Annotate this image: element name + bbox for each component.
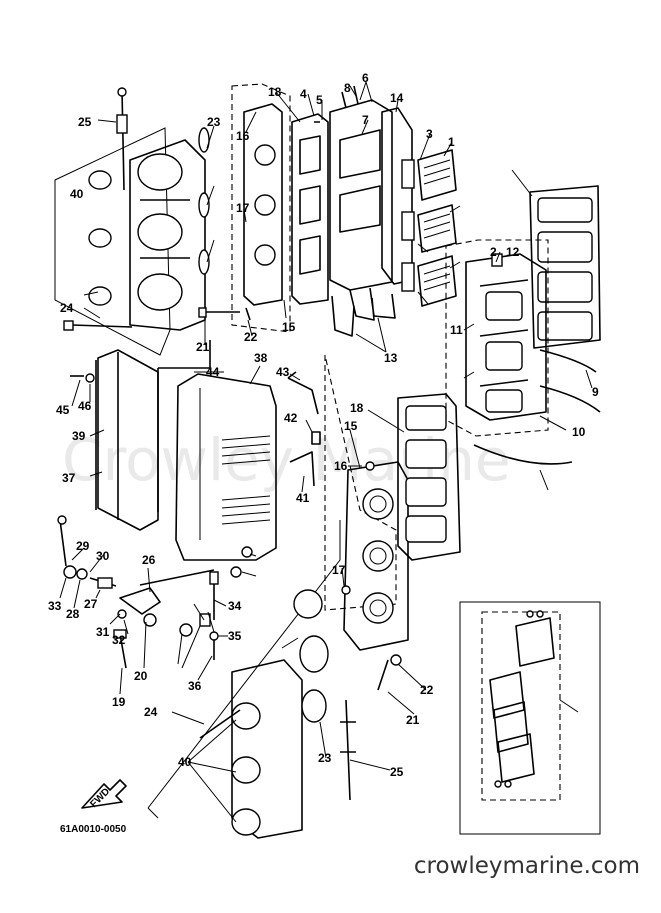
callout-13: 13	[384, 351, 398, 365]
callout-11: 11	[450, 323, 463, 337]
callout-24-bottom: 24	[144, 705, 158, 719]
callout-3-a: 3	[426, 127, 433, 141]
intake-manifold-right	[445, 185, 601, 465]
callout-31-left: 31	[96, 625, 110, 639]
callout-5: 5	[316, 93, 323, 107]
callout-40-bottom: 40	[178, 755, 192, 769]
callout-4: 4	[300, 87, 307, 101]
callout-36: 36	[188, 679, 202, 693]
callout-46-top: 46	[78, 399, 92, 413]
callout-37: 37	[62, 471, 76, 485]
silencer-assembly	[70, 340, 321, 578]
callout-23-bottom: 23	[318, 751, 332, 765]
callout-25-top: 25	[78, 115, 92, 129]
callout-20: 20	[134, 669, 148, 683]
callout-44: 44	[206, 365, 220, 379]
callout-17-top: 17	[236, 201, 250, 215]
callout-1-a: 1	[448, 135, 455, 149]
callout-21-top: 21	[196, 340, 210, 354]
callout-23-a: 23	[207, 115, 221, 129]
callout-9-a: 9	[592, 385, 599, 399]
callout-22-top: 22	[244, 330, 258, 344]
callout-39: 39	[72, 429, 86, 443]
callout-32: 32	[112, 633, 126, 647]
callout-15-top: 15	[282, 320, 296, 334]
callout-21-bottom: 21	[406, 713, 420, 727]
callout-15-bottom: 15	[344, 419, 358, 433]
callout-43: 43	[276, 365, 290, 379]
callout-33: 33	[48, 599, 62, 613]
callout-16-bottom: 16	[334, 459, 348, 473]
callout-35: 35	[228, 629, 242, 643]
callout-28-left: 28	[66, 607, 80, 621]
callout-18-top: 18	[268, 85, 282, 99]
throttle-linkage	[57, 515, 219, 669]
callout-42: 42	[284, 411, 298, 425]
callout-19: 19	[112, 695, 126, 709]
callout-30-left: 30	[96, 549, 110, 563]
fwd-label: FWD	[88, 786, 112, 810]
callout-29-left: 29	[76, 539, 90, 553]
fwd-arrow-icon: FWD	[81, 779, 127, 810]
footer-url[interactable]: crowleymarine.com	[413, 853, 640, 879]
callout-17-bottom: 17	[332, 563, 346, 577]
callout-8: 8	[344, 81, 351, 95]
callout-12: 12	[506, 245, 520, 259]
callout-7: 7	[362, 113, 369, 127]
callout-27: 27	[84, 597, 98, 611]
reed-kit-box	[459, 601, 601, 835]
callout-25-bottom: 25	[390, 765, 404, 779]
carburetor-assembly	[54, 87, 251, 356]
callout-45-top: 45	[56, 403, 70, 417]
callout-34: 34	[228, 599, 242, 613]
callout-6: 6	[362, 71, 369, 85]
lower-manifold	[147, 354, 461, 839]
callout-24-top: 24	[60, 301, 74, 315]
callout-41: 41	[296, 491, 310, 505]
diagram-code: 61A0010-0050	[60, 824, 127, 835]
callout-16-top: 16	[236, 129, 250, 143]
leader-lines	[59, 81, 593, 823]
reed-valve-stack	[231, 83, 457, 337]
callout-18-bottom: 18	[350, 401, 364, 415]
callout-2-right-top: 2	[490, 245, 497, 259]
callout-14-top: 14	[390, 91, 404, 105]
callout-10: 10	[572, 425, 586, 439]
callout-38: 38	[254, 351, 268, 365]
callout-40-top-a: 40	[70, 187, 84, 201]
callout-labels: 25 23 40 24 21 22 15 16 17 18 4 5 8 6 7 …	[48, 71, 599, 779]
callout-26: 26	[142, 553, 156, 567]
callout-22-bottom: 22	[420, 683, 434, 697]
